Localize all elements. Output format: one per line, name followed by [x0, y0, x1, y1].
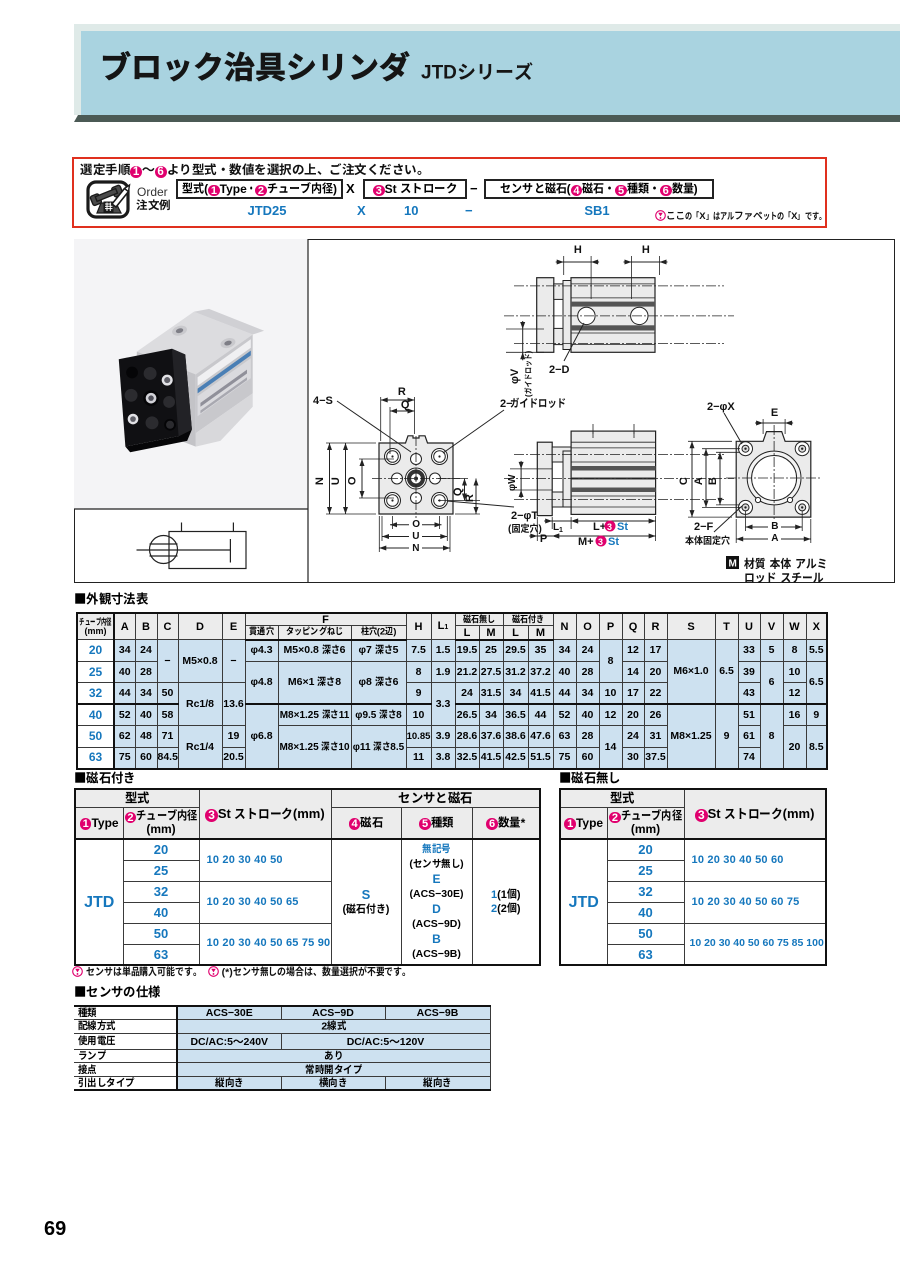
- svg-text:R: R: [398, 386, 406, 398]
- svg-text:(: (: [508, 524, 512, 535]
- svg-text:Q: Q: [401, 399, 410, 411]
- svg-text:H: H: [642, 244, 650, 256]
- svg-text:M+: M+: [578, 536, 594, 548]
- svg-text:P: P: [540, 533, 547, 545]
- svg-text:B: B: [707, 477, 719, 485]
- svg-text:): ): [524, 350, 533, 353]
- svg-text:B: B: [771, 521, 778, 532]
- svg-text:U: U: [330, 477, 342, 485]
- svg-text:O: O: [412, 519, 420, 530]
- svg-text:A: A: [771, 533, 778, 544]
- svg-text:): ): [539, 524, 542, 535]
- svg-text:2−φT: 2−φT: [511, 510, 538, 522]
- svg-text:R: R: [464, 494, 476, 502]
- svg-text:3: 3: [598, 537, 603, 547]
- svg-text:φV: φV: [509, 368, 521, 384]
- svg-text:L: L: [553, 522, 559, 533]
- svg-text:(: (: [524, 394, 533, 397]
- svg-text:2−D: 2−D: [549, 364, 570, 376]
- svg-text:1: 1: [559, 527, 563, 534]
- svg-text:A: A: [693, 477, 705, 485]
- svg-text:3: 3: [607, 522, 612, 532]
- svg-text:C: C: [678, 477, 690, 485]
- svg-text:N: N: [314, 477, 326, 485]
- svg-text:St: St: [608, 536, 619, 548]
- svg-text:N: N: [412, 543, 419, 554]
- svg-text:H: H: [574, 244, 582, 256]
- svg-text:O: O: [347, 476, 359, 485]
- svg-text:U: U: [412, 531, 419, 542]
- svg-text:E: E: [771, 407, 778, 419]
- svg-text:2−φX: 2−φX: [707, 401, 735, 413]
- svg-text:φW: φW: [507, 474, 518, 491]
- svg-text:2−: 2−: [500, 398, 513, 410]
- svg-text:2−F: 2−F: [694, 521, 714, 533]
- svg-text:L+: L+: [593, 521, 606, 533]
- svg-text:St: St: [617, 521, 628, 533]
- svg-text:4−S: 4−S: [313, 395, 333, 407]
- svg-text:Q: Q: [452, 487, 464, 496]
- svg-text:M: M: [729, 559, 737, 570]
